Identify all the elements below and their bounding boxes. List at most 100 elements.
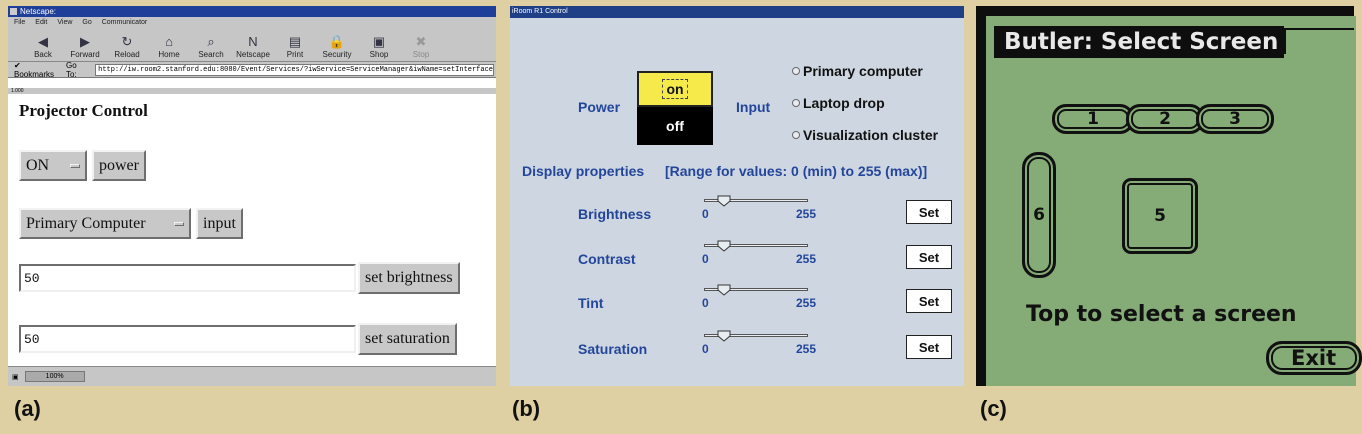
window-menu-icon[interactable] <box>10 8 17 15</box>
caption-a: (a) <box>14 396 41 421</box>
toolbar-label: Home <box>158 50 180 59</box>
toolbar-label: Shop <box>369 50 389 59</box>
control-window: iRoom R1 Control Power on off Input Prim… <box>510 6 964 386</box>
page-strip: 1.000 <box>8 88 496 94</box>
toolbar-security-button[interactable]: 🔒Security <box>316 34 358 59</box>
netscape-titlebar: Netscape: <box>8 6 496 17</box>
screen-2-button[interactable]: 2 <box>1126 104 1204 134</box>
saturation-set-button[interactable]: Set <box>906 335 952 359</box>
security-icon: 🔒 <box>328 34 346 49</box>
toolbar-back-button[interactable]: ◀Back <box>22 34 64 59</box>
dropdown-icon <box>70 163 80 168</box>
set-brightness-button[interactable]: set brightness <box>358 262 460 294</box>
toolbar-print-button[interactable]: ▤Print <box>274 34 316 59</box>
set-saturation-button[interactable]: set saturation <box>358 323 457 355</box>
screen-1-button[interactable]: 1 <box>1052 104 1134 134</box>
brightness-max-label: 255 <box>796 207 817 221</box>
brightness-set-button[interactable]: Set <box>906 200 952 224</box>
toolbar-label: Search <box>198 50 224 59</box>
butler-screen: Butler: Select Screen 1 2 3 6 5 Top to s… <box>986 16 1362 386</box>
security-status-icon[interactable]: ▣ <box>12 373 19 381</box>
menu-edit[interactable]: Edit <box>35 19 48 26</box>
toolbar-reload-button[interactable]: ↻Reload <box>106 34 148 59</box>
tint-max-label: 255 <box>796 296 817 310</box>
brightness-slider-track[interactable] <box>704 199 808 202</box>
radio-icon <box>792 67 800 75</box>
dropdown-icon <box>174 221 184 226</box>
toolbar-shop-button[interactable]: ▣Shop <box>358 34 400 59</box>
page-content: 1.000 Projector Control ON power Primary… <box>8 88 496 366</box>
power-select[interactable]: ON <box>19 150 87 181</box>
forward-arrow-icon: ▶ <box>80 34 90 49</box>
instruction-text: Top to select a screen <box>1026 302 1297 327</box>
toolbar-label: Netscape <box>236 50 270 59</box>
radio-visualization-cluster[interactable]: Visualization cluster <box>792 127 938 143</box>
bookmarks-button[interactable]: ✔ Bookmarks <box>14 60 55 79</box>
tint-slider-thumb[interactable] <box>717 282 731 296</box>
input-button[interactable]: input <box>196 208 243 239</box>
saturation-min-label: 0 <box>702 342 709 356</box>
home-icon: ⌂ <box>165 34 173 49</box>
saturation-max-label: 255 <box>796 342 817 356</box>
screen-6-button[interactable]: 6 <box>1022 152 1056 278</box>
print-icon: ▤ <box>288 34 302 49</box>
tint-slider-track[interactable] <box>704 288 808 291</box>
toolbar-stop-button[interactable]: ✖Stop <box>400 34 442 59</box>
toolbar-label: Forward <box>70 50 100 59</box>
radio-label: Primary computer <box>803 63 923 79</box>
menu-communicator[interactable]: Communicator <box>101 19 148 26</box>
back-arrow-icon: ◀ <box>38 34 48 49</box>
radio-primary-computer[interactable]: Primary computer <box>792 63 923 79</box>
screen-5-button[interactable]: 5 <box>1122 178 1198 254</box>
contrast-slider-thumb[interactable] <box>717 238 731 252</box>
netscape-icon: N <box>248 34 258 49</box>
progress-indicator: 100% <box>24 371 85 382</box>
contrast-slider-track[interactable] <box>704 244 808 247</box>
contrast-set-button[interactable]: Set <box>906 245 952 269</box>
toolbar-label: Print <box>286 50 304 59</box>
toolbar-label: Reload <box>114 50 140 59</box>
input-select[interactable]: Primary Computer <box>19 208 191 239</box>
menu-file[interactable]: File <box>14 19 26 26</box>
toolbar-forward-button[interactable]: ▶Forward <box>64 34 106 59</box>
power-button[interactable]: power <box>92 150 146 181</box>
saturation-field[interactable]: 50 <box>19 325 356 353</box>
power-select-value: ON <box>26 156 50 174</box>
range-label: [Range for values: 0 (min) to 255 (max)] <box>665 163 928 179</box>
power-on-button[interactable]: on <box>637 71 713 107</box>
tint-label: Tint <box>578 295 604 311</box>
brightness-slider-thumb[interactable] <box>717 193 731 207</box>
title-frame <box>1284 28 1354 54</box>
contrast-label: Contrast <box>578 251 636 267</box>
power-off-button[interactable]: off <box>637 107 713 145</box>
saturation-label: Saturation <box>578 341 648 357</box>
contrast-min-label: 0 <box>702 252 709 266</box>
menu-view[interactable]: View <box>57 19 73 26</box>
saturation-slider-track[interactable] <box>704 334 808 337</box>
reload-icon: ↻ <box>121 34 133 49</box>
toolbar-label: Back <box>34 50 52 59</box>
brightness-field[interactable]: 50 <box>19 264 356 292</box>
radio-laptop-drop[interactable]: Laptop drop <box>792 95 885 111</box>
search-icon: ⌕ <box>207 34 215 49</box>
brightness-min-label: 0 <box>702 207 709 221</box>
toolbar-search-button[interactable]: ⌕Search <box>190 34 232 59</box>
netscape-window: Netscape: File Edit View Go Communicator… <box>8 6 496 386</box>
radio-label: Laptop drop <box>803 95 885 111</box>
toolbar-home-button[interactable]: ⌂Home <box>148 34 190 59</box>
screen-3-button[interactable]: 3 <box>1196 104 1274 134</box>
saturation-slider-thumb[interactable] <box>717 328 731 342</box>
radio-label: Visualization cluster <box>803 127 939 143</box>
toolbar-label: Security <box>322 50 352 59</box>
url-field[interactable]: http://iw.room2.stanford.edu:8080/Event/… <box>95 63 494 76</box>
bookmarks-label: Bookmarks <box>14 69 55 79</box>
tint-min-label: 0 <box>702 296 709 310</box>
goto-label: Go To: <box>66 60 77 79</box>
toolbar-label: Stop <box>412 50 430 59</box>
exit-button[interactable]: Exit <box>1266 341 1362 375</box>
menu-go[interactable]: Go <box>82 19 92 26</box>
netscape-window-title: Netscape: <box>20 7 57 16</box>
tint-set-button[interactable]: Set <box>906 289 952 313</box>
